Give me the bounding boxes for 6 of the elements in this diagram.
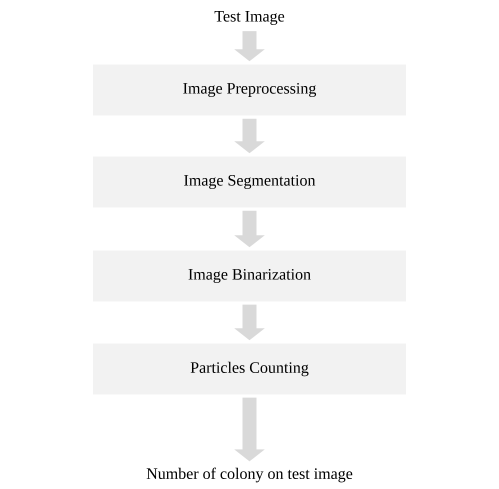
text-label: Number of colony on test image xyxy=(146,468,352,482)
text-label: Test Image xyxy=(214,11,284,25)
process-box: Image Binarization xyxy=(93,250,406,302)
process-box: Particles Counting xyxy=(93,343,406,394)
process-box: Image Preprocessing xyxy=(93,64,406,116)
process-box: Image Segmentation xyxy=(93,156,406,208)
